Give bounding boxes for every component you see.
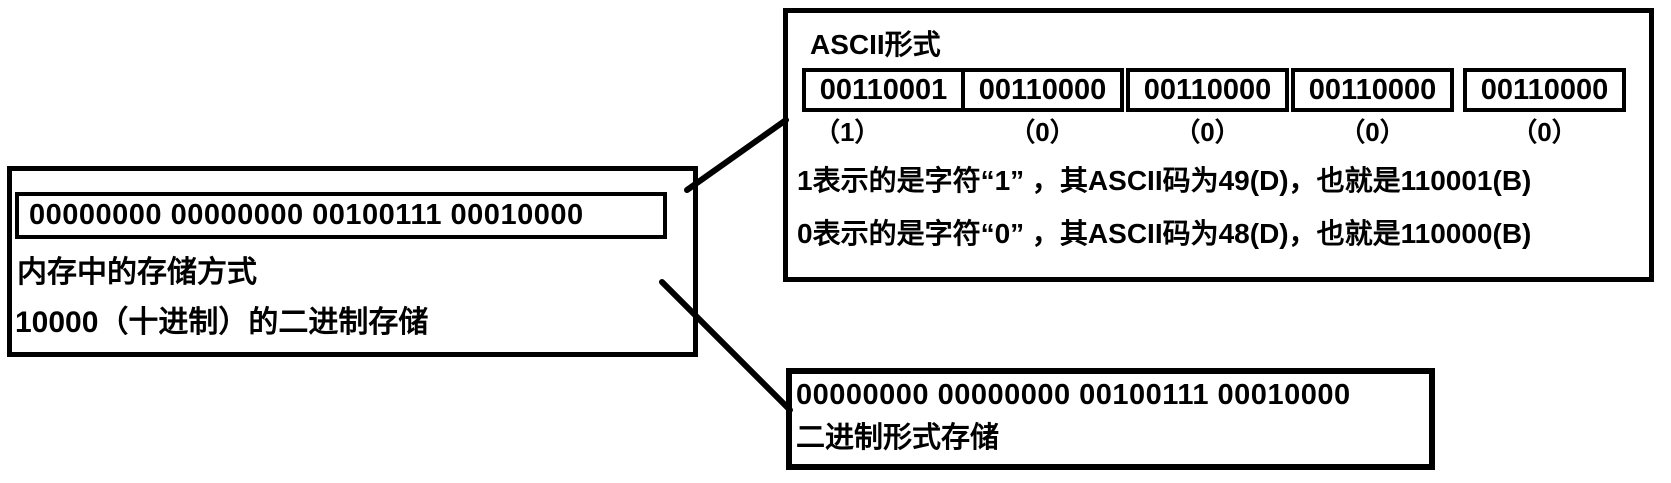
ascii-note-char-1: 1表示的是字符“1” ，其ASCII码为49(D)，也就是110001(B) bbox=[797, 165, 1532, 196]
ascii-byte-cell: 00110000 bbox=[961, 68, 1124, 112]
ascii-char-label-row: （1） （0） （0） （0） （0） bbox=[802, 117, 1626, 147]
memory-binary-value: 00000000 00000000 00100111 00010000 bbox=[29, 199, 584, 231]
ascii-byte-cell: 00110000 bbox=[1463, 68, 1626, 112]
memory-binary-frame: 00000000 00000000 00100111 00010000 bbox=[15, 192, 667, 239]
ascii-form-box: ASCII形式 00110001 00110000 00110000 00110… bbox=[783, 8, 1654, 282]
memory-decimal-caption: 10000（十进制）的二进制存储 bbox=[15, 306, 429, 339]
ascii-byte-cell: 00110000 bbox=[1291, 68, 1454, 112]
binary-form-box: 00000000 00000000 00100111 00010000 二进制形… bbox=[786, 368, 1435, 470]
binary-form-caption: 二进制形式存储 bbox=[796, 422, 1000, 454]
ascii-byte-row: 00110001 00110000 00110000 00110000 0011… bbox=[802, 68, 1626, 112]
ascii-byte-cell: 00110000 bbox=[1126, 68, 1289, 112]
ascii-form-title: ASCII形式 bbox=[810, 29, 941, 60]
ascii-note-char-0: 0表示的是字符“0” ，其ASCII码为48(D)，也就是110000(B) bbox=[797, 218, 1532, 249]
memory-storage-box: 00000000 00000000 00100111 00010000 内存中的… bbox=[7, 166, 698, 357]
ascii-char-label: （0） bbox=[1009, 117, 1076, 147]
connector-line-to-ascii-box bbox=[684, 117, 789, 193]
ascii-char-label: （0） bbox=[1174, 117, 1241, 147]
memory-storage-caption: 内存中的存储方式 bbox=[17, 256, 257, 289]
ascii-byte-cell: 00110001 bbox=[802, 68, 965, 112]
binary-form-value: 00000000 00000000 00100111 00010000 bbox=[796, 379, 1351, 411]
ascii-char-label: （1） bbox=[814, 117, 881, 147]
ascii-char-label: （0） bbox=[1339, 117, 1406, 147]
ascii-char-label: （0） bbox=[1511, 117, 1578, 147]
